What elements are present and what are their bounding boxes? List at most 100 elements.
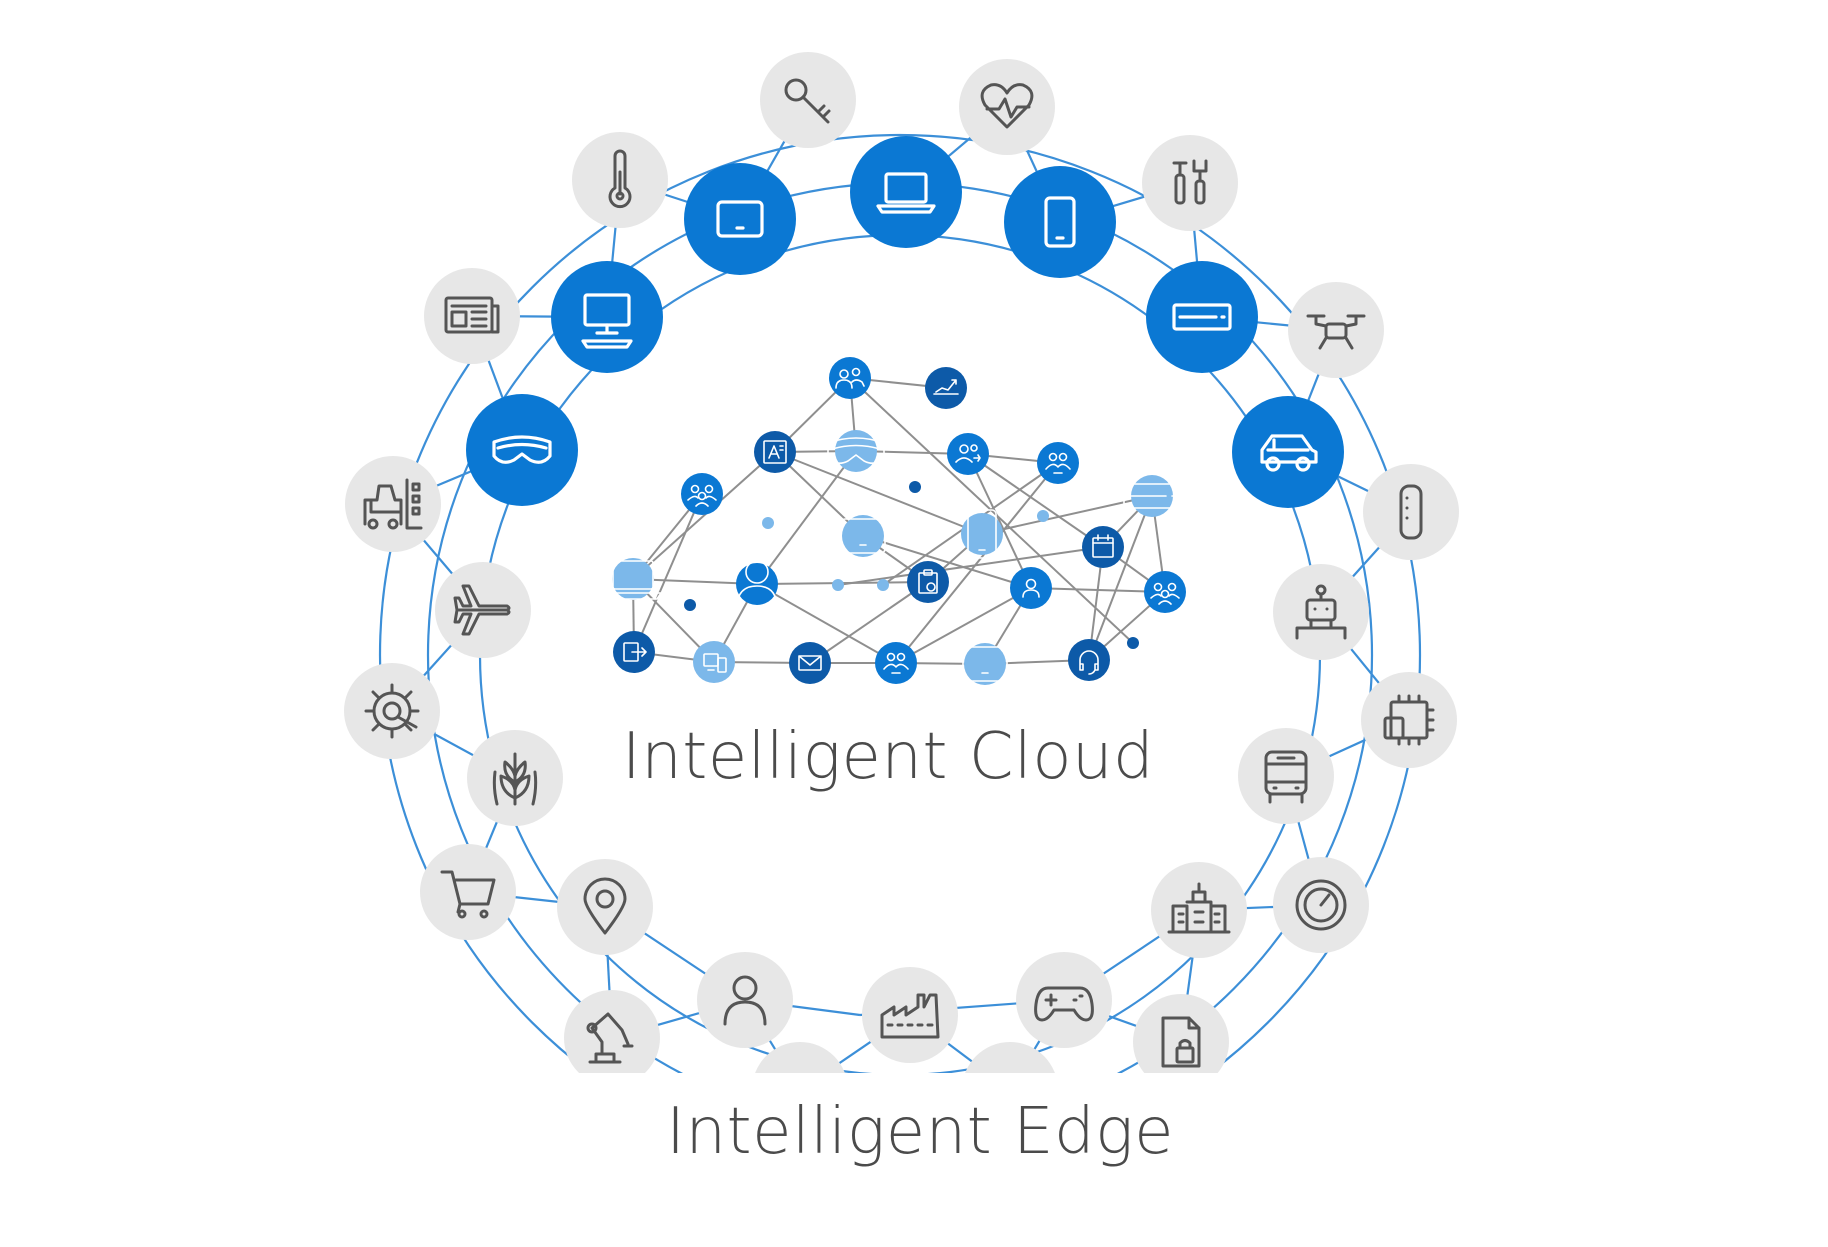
building-node	[1151, 862, 1247, 958]
location-pin-node	[557, 859, 653, 955]
headset-icon	[827, 437, 885, 465]
cloud-node-bg	[875, 642, 917, 684]
cloud-node	[962, 643, 1008, 685]
cloud-node	[736, 560, 778, 609]
cloud-node	[1123, 475, 1181, 517]
cloud-link	[809, 581, 929, 664]
cloud-node	[947, 433, 989, 475]
calendar-icon	[1092, 534, 1114, 558]
cloud-node-bg	[1082, 526, 1124, 568]
server-device-node	[1146, 261, 1258, 373]
node-bg	[1133, 994, 1229, 1073]
team-icon	[1045, 452, 1071, 474]
edge-nodes	[344, 52, 1459, 1240]
intelligent-cloud-label: Intelligent Cloud	[621, 720, 1155, 794]
node-bg	[420, 844, 516, 940]
node-bg	[1273, 564, 1369, 660]
cloud-node	[829, 357, 871, 399]
node-bg	[1004, 166, 1116, 278]
phone-icon	[1044, 196, 1076, 248]
cloud-link	[895, 462, 1059, 664]
people-icon	[835, 367, 865, 389]
lock-document-icon	[1161, 1016, 1201, 1068]
node-bg	[1016, 952, 1112, 1048]
mail-icon	[798, 655, 822, 671]
cloud-node	[1037, 442, 1079, 484]
node-bg	[965, 1042, 1055, 1073]
cloud-node	[1010, 567, 1052, 609]
node-bg	[684, 163, 796, 275]
factory-icon	[959, 1198, 1015, 1240]
cloud-link	[1088, 495, 1153, 661]
factory-icon	[880, 993, 940, 1039]
cloud-link	[633, 493, 703, 653]
cloud-node-bg	[681, 473, 723, 515]
cloud-link	[774, 451, 983, 535]
cloud-node-bg	[829, 357, 871, 399]
cloud-link	[967, 453, 1104, 548]
cloud-node	[789, 642, 831, 684]
drone-node	[1288, 282, 1384, 378]
intelligent-edge-label: Intelligent Edge	[666, 1095, 1174, 1169]
robot-arm-node	[564, 990, 660, 1073]
cloud-node-bg	[1037, 442, 1079, 484]
headset-icon	[492, 435, 552, 464]
cloud-node-bg	[693, 641, 735, 683]
phone-icon	[967, 509, 997, 559]
node-bg	[345, 456, 441, 552]
thermometer-icon	[608, 149, 632, 209]
game-controller-icon	[1034, 986, 1094, 1022]
sign-out-icon	[623, 642, 647, 662]
thermometer-node	[572, 132, 668, 228]
node-bg	[551, 261, 663, 373]
node-bg	[755, 1042, 845, 1073]
airplane-icon	[453, 584, 511, 636]
heart-rate-icon	[980, 83, 1034, 129]
gauge-icon	[1295, 879, 1347, 931]
airplane-node	[435, 562, 531, 658]
cloud-node	[1144, 571, 1186, 613]
cloud-link	[862, 535, 1032, 589]
cloud-dot	[832, 579, 844, 591]
cloud-node-bg	[1068, 639, 1110, 681]
cloud-link	[895, 587, 1032, 664]
laptop-device-node	[850, 136, 962, 248]
forklift-node	[345, 456, 441, 552]
node-bg	[564, 990, 660, 1073]
cloud-node-bg	[736, 563, 778, 605]
cloud-node	[961, 509, 1003, 559]
user-icon	[1022, 578, 1040, 598]
cloud-node	[827, 430, 885, 472]
person-node	[697, 952, 793, 1048]
edge-node	[965, 1042, 1055, 1073]
lock-document-node	[1133, 994, 1229, 1073]
tablet-icon	[962, 646, 1008, 682]
cloud-node	[693, 641, 735, 683]
group-icon	[1150, 582, 1180, 605]
node-bg	[1142, 135, 1238, 231]
phone-device-node	[1004, 166, 1116, 278]
node-bg	[424, 268, 520, 364]
headset-device-node	[466, 394, 578, 506]
newspaper-node	[424, 268, 520, 364]
shopping-cart-icon	[440, 870, 496, 919]
person-icon	[723, 975, 767, 1026]
factory-node	[862, 967, 958, 1063]
monitor-icon	[581, 293, 633, 349]
cloud-link	[756, 450, 857, 585]
cloud-node	[907, 561, 949, 603]
shopping-cart-node	[420, 844, 516, 940]
cloud-node	[604, 558, 662, 600]
car-device-node	[1232, 396, 1344, 508]
cloud-dot	[762, 517, 774, 529]
cloud-dot	[909, 481, 921, 493]
key-icon	[784, 78, 831, 124]
server-icon	[1123, 483, 1181, 509]
person-icon	[736, 560, 778, 609]
newspaper-icon	[444, 296, 500, 334]
cloud-network-nodes	[604, 357, 1186, 685]
wheat-node	[467, 730, 563, 826]
clipboard-icon	[918, 569, 938, 594]
chart-icon	[933, 379, 959, 395]
